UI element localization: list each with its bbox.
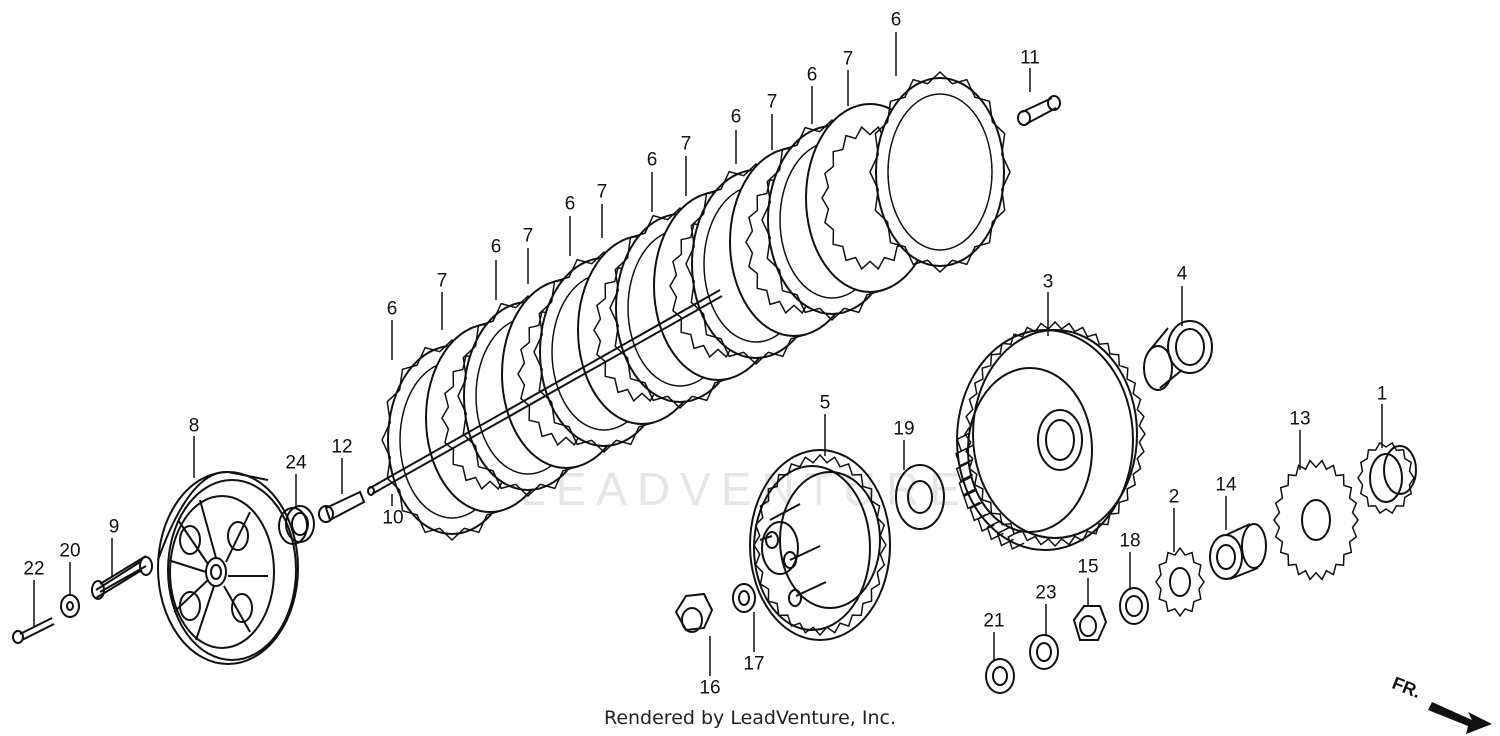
callout-22: 22 — [23, 558, 45, 580]
callout-7c: 7 — [596, 181, 608, 203]
bolt — [12, 617, 55, 644]
callout-5: 5 — [819, 392, 831, 414]
callout-7e: 7 — [766, 91, 778, 113]
bearing-21 — [985, 658, 1015, 694]
bearing-24 — [278, 505, 315, 545]
direction-label: FR. — [1389, 673, 1423, 702]
callout-11: 11 — [1020, 47, 1040, 69]
callout-17: 17 — [743, 653, 765, 675]
push-rod — [367, 289, 723, 496]
nut-15 — [1072, 605, 1108, 641]
lifter-piece — [318, 490, 366, 523]
callout-6c: 6 — [564, 193, 576, 215]
watermark-text: LEADVENTURE — [520, 463, 970, 515]
callout-4: 4 — [1176, 263, 1188, 285]
thrust-washer — [895, 464, 945, 530]
gear-1 — [1357, 441, 1417, 515]
callout-14: 14 — [1215, 474, 1237, 496]
callout-6d: 6 — [646, 149, 658, 171]
washer-20 — [60, 594, 80, 618]
outer-guide — [1143, 320, 1213, 391]
callout-7b: 7 — [522, 225, 534, 247]
callout-7f: 7 — [842, 48, 854, 70]
callout-6e: 6 — [730, 106, 742, 128]
clutch-center — [749, 449, 891, 641]
washer-23 — [1029, 634, 1059, 670]
leader-lines — [33, 32, 1383, 676]
callout-9: 9 — [108, 516, 120, 538]
callout-12: 12 — [331, 436, 353, 458]
callout-21: 21 — [983, 610, 1005, 632]
callout-24: 24 — [285, 452, 307, 474]
callout-19: 19 — [893, 418, 915, 440]
callout-6g: 6 — [890, 9, 902, 31]
callout-8: 8 — [188, 415, 200, 437]
callout-15: 15 — [1077, 556, 1099, 578]
callout-16: 16 — [699, 677, 721, 699]
callout-18: 18 — [1119, 530, 1141, 552]
clutch-plate-stack — [381, 70, 1011, 542]
callout-23: 23 — [1035, 582, 1057, 604]
collar-11 — [1017, 95, 1061, 126]
callout-7a: 7 — [436, 270, 448, 292]
washer-17 — [732, 583, 756, 613]
clutch-outer — [955, 320, 1146, 551]
lock-nut-16 — [674, 592, 714, 633]
callout-6f: 6 — [806, 64, 818, 86]
callout-3: 3 — [1042, 271, 1054, 293]
gear-13 — [1273, 459, 1359, 581]
callout-20: 20 — [59, 540, 81, 562]
gear-2 — [1155, 546, 1205, 618]
footer-credit: Rendered by LeadVenture, Inc. — [603, 707, 897, 729]
callout-6b: 6 — [490, 236, 502, 258]
clutch-spring — [91, 555, 153, 600]
front-direction-arrow-icon: FR. — [1389, 673, 1492, 734]
callout-7d: 7 — [680, 133, 692, 155]
pressure-plate — [157, 470, 299, 665]
friction-disc — [869, 70, 1011, 274]
callout-2: 2 — [1168, 486, 1180, 508]
sleeve-14 — [1209, 523, 1267, 580]
washer-18 — [1119, 587, 1149, 625]
callout-6a: 6 — [386, 298, 398, 320]
callout-13: 13 — [1289, 408, 1311, 430]
callout-10: 10 — [382, 507, 404, 529]
callout-1: 1 — [1376, 383, 1388, 405]
